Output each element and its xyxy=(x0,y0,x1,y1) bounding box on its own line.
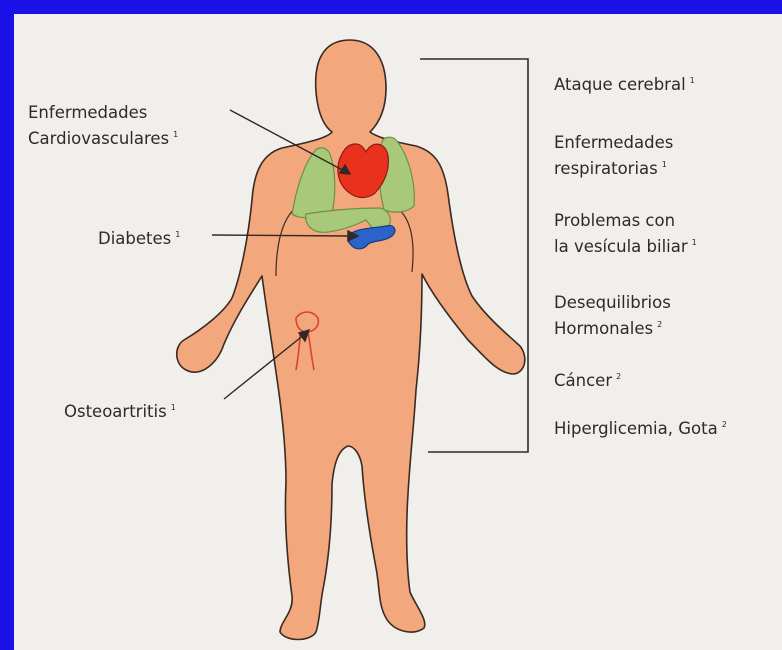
footnote-marker: 1 xyxy=(692,238,697,247)
footnote-marker: 2 xyxy=(722,420,727,429)
footnote-marker: 1 xyxy=(690,76,695,85)
label-diabetes-text: Diabetes xyxy=(98,229,171,248)
label-osteoartritis-text: Osteoartritis xyxy=(64,402,167,421)
right-label-text: respiratorias xyxy=(554,159,658,178)
footnote-marker: 2 xyxy=(616,372,621,381)
right-label-3: Problemas con la vesícula biliar 1 xyxy=(554,210,697,258)
footnote-marker: 2 xyxy=(657,320,662,329)
right-label-5: Cáncer 2 xyxy=(554,366,621,392)
right-label-text: Hiperglicemia, Gota xyxy=(554,419,718,438)
label-cardiovascular-line2: Cardiovasculares xyxy=(28,129,169,148)
right-label-4: Desequilibrios Hormonales 2 xyxy=(554,292,671,340)
footnote-marker: 1 xyxy=(662,160,667,169)
right-label-text: Enfermedades xyxy=(554,132,673,154)
footnote-marker: 1 xyxy=(171,403,176,412)
right-label-text: Desequilibrios xyxy=(554,292,671,314)
right-label-text: Hormonales xyxy=(554,319,653,338)
right-label-2: Enfermedades respiratorias 1 xyxy=(554,132,673,180)
right-label-text: Ataque cerebral xyxy=(554,75,686,94)
label-cardiovascular: Enfermedades Cardiovasculares 1 xyxy=(28,102,178,150)
right-label-text: Problemas con xyxy=(554,210,697,232)
label-osteoartritis: Osteoartritis 1 xyxy=(64,397,176,423)
right-label-1: Ataque cerebral 1 xyxy=(554,70,695,96)
diabetes-pointer-line xyxy=(212,235,350,236)
human-body-silhouette xyxy=(177,40,525,640)
diagram-panel: Enfermedades Cardiovasculares 1 Diabetes 1… xyxy=(14,14,782,650)
right-label-text: la vesícula biliar xyxy=(554,237,688,256)
right-label-text: Cáncer xyxy=(554,371,612,390)
footnote-marker: 1 xyxy=(173,130,178,139)
label-diabetes: Diabetes 1 xyxy=(98,224,180,250)
right-label-6: Hiperglicemia, Gota 2 xyxy=(554,414,727,440)
label-cardiovascular-line1: Enfermedades xyxy=(28,102,178,124)
footnote-marker: 1 xyxy=(175,230,180,239)
